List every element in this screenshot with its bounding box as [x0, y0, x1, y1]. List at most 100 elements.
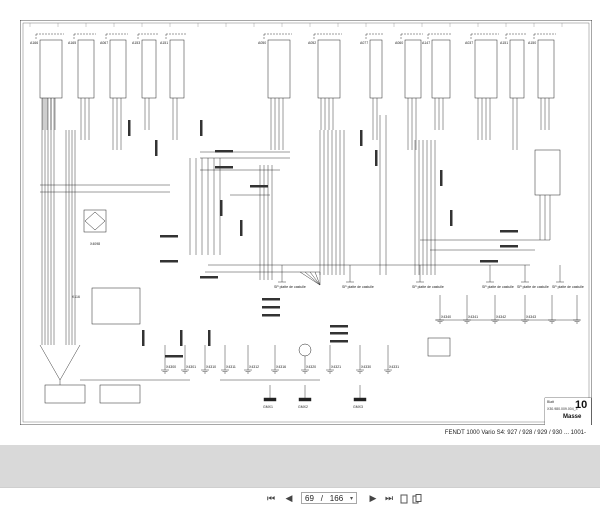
wire-label-bar: [200, 120, 203, 136]
schematic-label: SP platte de castulle: [412, 285, 444, 289]
schematic-label: X4098: [90, 242, 100, 246]
schematic-label: X4316: [276, 365, 286, 369]
module-box: [44, 384, 86, 404]
schematic-label: A052: [308, 41, 316, 45]
wire: [39, 344, 61, 381]
last-page-icon[interactable]: ⏭: [384, 493, 394, 504]
wire: [299, 271, 321, 286]
component-block: [141, 39, 157, 99]
wire-label-bar: [142, 330, 145, 346]
component-block: [369, 39, 383, 99]
component-block: [39, 39, 63, 99]
schematic-label: X4330: [361, 365, 371, 369]
schematic-label: A077: [360, 41, 368, 45]
schematic-label: A150: [528, 41, 536, 45]
wire: [59, 344, 81, 381]
page-separator: /: [320, 493, 323, 503]
wire-label-bar: [200, 276, 218, 279]
wire-label-bar: [330, 325, 348, 328]
schematic-label: A166: [30, 41, 38, 45]
schematic-label: A151: [160, 41, 168, 45]
schematic-label: X4300: [166, 365, 176, 369]
schematic-label: X4331: [389, 365, 399, 369]
schematic-label: A050: [258, 41, 266, 45]
wire-label-bar: [480, 260, 498, 263]
schematic-label: GMX1: [263, 405, 273, 409]
wire: [309, 271, 321, 286]
relay-box: [91, 287, 141, 325]
component-block: [537, 39, 555, 99]
schematic-label: X4343: [526, 315, 536, 319]
schematic-label: K116: [72, 295, 80, 299]
ground-bar: [353, 397, 367, 402]
wire-label-bar: [500, 230, 518, 233]
component-block: [404, 39, 422, 99]
component-block: [267, 39, 291, 99]
wire: [314, 271, 321, 286]
viewer-background: [0, 445, 600, 487]
wire-label-bar: [165, 355, 183, 358]
wire-label-bar: [262, 298, 280, 301]
schematic-label: X4301: [186, 365, 196, 369]
schematic-label: X4342: [496, 315, 506, 319]
schematic-label: X4321: [331, 365, 341, 369]
wire-label-bar: [262, 306, 280, 309]
schematic-label: A153: [132, 41, 140, 45]
schematic-label: X4320: [306, 365, 316, 369]
footer-caption: FENDT 1000 Vario S4: 927 / 928 / 929 / 9…: [444, 430, 586, 436]
wire-label-bar: [262, 314, 280, 317]
wire-label-bar: [155, 140, 158, 156]
single-page-icon[interactable]: [398, 492, 410, 505]
ground-bar: [263, 397, 277, 402]
wire-label-bar: [250, 185, 268, 188]
document-page: A166 A165 A067 A153 A151 A050 A052 A077 A060 A147…: [20, 20, 592, 426]
wire-label-bar: [360, 130, 363, 146]
component-block: [77, 39, 95, 99]
ground-bar: [298, 397, 312, 402]
prev-page-icon[interactable]: ◀: [285, 493, 293, 504]
component-block: [109, 39, 127, 99]
wire-label-bar: [208, 330, 211, 346]
wire-label-bar: [215, 166, 233, 169]
page-number-label: 10: [575, 399, 588, 411]
schematic-label: A037: [465, 41, 473, 45]
schematic-label: A151: [500, 41, 508, 45]
wiring-schematic: A166 A165 A067 A153 A151 A050 A052 A077 A060 A147…: [20, 20, 592, 425]
two-page-icon[interactable]: [411, 492, 423, 505]
schematic-label: X4310: [206, 365, 216, 369]
wire-label-bar: [220, 200, 223, 216]
schematic-label: A060: [395, 41, 403, 45]
wire-label-bar: [160, 235, 178, 238]
wire-label-bar: [500, 245, 518, 248]
schematic-label: A067: [100, 41, 108, 45]
schematic-label: X4312: [249, 365, 259, 369]
component-block: [431, 39, 451, 99]
wire-label-bar: [330, 332, 348, 335]
chevron-down-icon[interactable]: ▾: [349, 495, 353, 502]
page-number-input[interactable]: 69 / 166 ▾: [301, 492, 357, 504]
schematic-label: X4311: [226, 365, 236, 369]
page-navigation-toolbar: ⏮ ◀ 69 / 166 ▾ ▶ ⏭: [0, 487, 600, 509]
wire-label-bar: [160, 260, 178, 263]
schematic-label: SP platte de castulle: [274, 285, 306, 289]
schematic-label: X4341: [468, 315, 478, 319]
sheet-title: Masse: [563, 414, 582, 420]
motor-symbol: [298, 343, 312, 357]
schematic-label: X4340: [441, 315, 451, 319]
schematic-label: SP platte de castulle: [342, 285, 374, 289]
first-page-icon[interactable]: ⏮: [266, 493, 276, 504]
schematic-label: SP platte de castulle: [517, 285, 549, 289]
component-block: [169, 39, 185, 99]
schematic-label: GMX3: [353, 405, 363, 409]
current-page: 69: [305, 493, 314, 503]
wire: [304, 271, 321, 286]
doc-code: X30.980.009.004_4: [547, 407, 578, 411]
wire-label-bar: [450, 210, 453, 226]
schematic-label: GMX2: [298, 405, 308, 409]
module-box: [99, 384, 141, 404]
schematic-label: A147: [422, 41, 430, 45]
next-page-icon[interactable]: ▶: [369, 493, 377, 504]
schematic-label: A165: [68, 41, 76, 45]
wire-label-bar: [240, 220, 243, 236]
